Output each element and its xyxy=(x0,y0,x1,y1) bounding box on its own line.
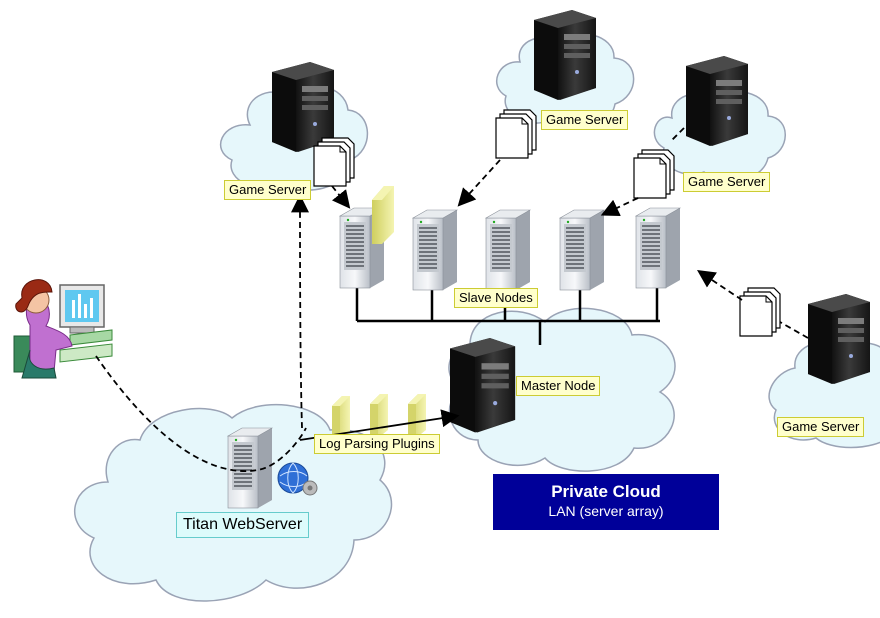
game-server-tower-4 xyxy=(808,294,870,384)
master-node-server xyxy=(450,338,516,433)
game-server-tower-3 xyxy=(686,56,748,146)
analyst-person-icon xyxy=(13,279,113,379)
slave-node-server-3 xyxy=(485,209,531,291)
label-game-server-1: Game Server xyxy=(224,180,312,200)
label-master-node: Master Node xyxy=(516,376,601,396)
slave-node-server-2 xyxy=(412,209,458,291)
label-titan-webserver: Titan WebServer xyxy=(176,512,310,538)
label-game-server-3: Game Server xyxy=(683,172,771,192)
label-game-server-2: Game Server xyxy=(541,110,629,130)
slave-plugin-block xyxy=(372,186,394,244)
log-docs-4 xyxy=(739,287,781,337)
slave-node-server-5 xyxy=(635,207,681,289)
log-docs-2 xyxy=(495,109,537,159)
titan-webserver-server xyxy=(227,427,318,509)
lan-bus xyxy=(355,288,660,345)
private-cloud-subtitle: LAN (server array) xyxy=(548,503,664,519)
log-plugin-2 xyxy=(370,394,388,438)
log-docs-3 xyxy=(633,149,675,199)
log-plugin-3 xyxy=(408,394,426,438)
game-server-tower-2 xyxy=(534,10,596,100)
label-log-parsing-plugins: Log Parsing Plugins xyxy=(314,434,440,454)
label-slave-nodes: Slave Nodes xyxy=(454,288,538,308)
private-cloud-box: Private Cloud LAN (server array) xyxy=(493,474,719,530)
private-cloud-title: Private Cloud xyxy=(551,482,661,501)
label-game-server-4: Game Server xyxy=(777,417,865,437)
slave-node-server-4 xyxy=(559,209,605,291)
log-docs-1 xyxy=(313,137,355,187)
